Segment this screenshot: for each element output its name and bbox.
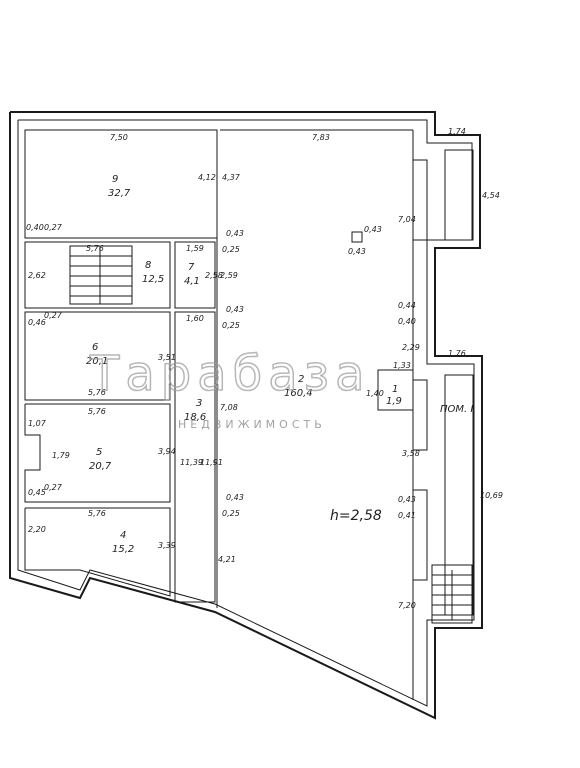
room-4-number: 4 xyxy=(120,530,126,541)
room-3-number: 3 xyxy=(196,398,202,409)
room-7-area: 4,1 xyxy=(184,276,200,287)
dim-label: 7,08 xyxy=(220,403,238,412)
pom-label: ПОМ. I xyxy=(440,404,473,415)
dim-label: 7,20 xyxy=(398,601,416,610)
dim-label: 1,79 xyxy=(52,451,70,460)
dim-label: 5,76 xyxy=(88,388,106,397)
ceiling-height: h=2,58 xyxy=(330,508,382,524)
dim-label: 4,21 xyxy=(218,555,236,564)
room-1-outline xyxy=(377,369,414,411)
dim-label: 0,25 xyxy=(222,245,240,254)
dim-label: 3,51 xyxy=(158,353,176,362)
dim-label: 0,27 xyxy=(44,223,63,232)
room-9-number: 9 xyxy=(112,174,118,185)
dim-label: 0,46 xyxy=(28,318,46,327)
room-5-outline xyxy=(24,403,171,503)
watermark-logo: Тарабаза xyxy=(89,346,371,402)
balcony-inner xyxy=(444,149,474,241)
dim-label: 11,91 xyxy=(200,458,223,467)
column-dim-top: 0,43 xyxy=(364,225,382,234)
column xyxy=(351,231,363,243)
dim-label: 1,74 xyxy=(448,127,466,136)
dim-label: 4,54 xyxy=(482,191,500,200)
dim-label: 0,40 xyxy=(398,317,416,326)
room-6-outline xyxy=(24,311,171,401)
room-8-area: 12,5 xyxy=(142,274,164,285)
dim-label: 7,83 xyxy=(312,133,330,142)
dim-label: 1,07 xyxy=(28,419,47,428)
room-2-area: 160,4 xyxy=(284,388,313,399)
dim-label: 10,69 xyxy=(480,491,503,500)
window-3 xyxy=(412,489,428,581)
room-4-area: 15,2 xyxy=(112,544,134,555)
dim-label: 2,62 xyxy=(28,271,46,280)
dim-label: 4,37 xyxy=(222,173,241,182)
room-9-area: 32,7 xyxy=(108,188,131,199)
dim-label: 5,76 xyxy=(88,509,106,518)
dim-label: 0,45 xyxy=(28,488,46,497)
dim-label: 2,58 xyxy=(205,271,223,280)
room-9-outline xyxy=(24,129,218,239)
room-5-number: 5 xyxy=(96,447,102,458)
dim-label: 3,58 xyxy=(402,449,420,458)
dim-label: 1,60 xyxy=(186,314,204,323)
dim-label: 0,40 xyxy=(26,223,44,232)
dim-label: 5,76 xyxy=(86,244,104,253)
outer-wall xyxy=(9,111,483,720)
dim-label: 0,44 xyxy=(398,301,416,310)
dim-label: 1,76 xyxy=(448,349,466,358)
dim-label: 3,94 xyxy=(158,447,176,456)
dim-label: 0,41 xyxy=(398,511,416,520)
dim-label: 1,40 xyxy=(366,389,384,398)
room-8-outline xyxy=(24,241,171,309)
outer-wall-inner xyxy=(17,119,475,707)
column-dim-bottom: 0,43 xyxy=(348,247,366,256)
dim-label: 7,50 xyxy=(110,133,128,142)
dim-label: 5,76 xyxy=(88,407,106,416)
dim-label: 2,59 xyxy=(220,271,238,280)
dim-label: 1,33 xyxy=(393,361,411,370)
dim-label: 1,59 xyxy=(186,244,204,253)
room-3-outline xyxy=(174,311,216,603)
dim-label: 0,43 xyxy=(226,493,244,502)
room-5-area: 20,7 xyxy=(89,461,112,472)
dim-label: 7,04 xyxy=(398,215,416,224)
entrance-stairs xyxy=(431,564,473,624)
dim-label: 0,43 xyxy=(226,229,244,238)
room-4-outline xyxy=(24,507,171,597)
room-1-number: 1 xyxy=(392,384,398,395)
window-2 xyxy=(412,379,428,451)
watermark-subtitle: НЕДВИЖИМОСТЬ xyxy=(178,418,326,431)
room-6-number: 6 xyxy=(92,342,98,353)
dim-label: 0,43 xyxy=(398,495,416,504)
dim-label: 0,25 xyxy=(222,321,240,330)
window-1 xyxy=(412,159,428,241)
dim-label: 2,29 xyxy=(402,343,420,352)
room-1-area: 1,9 xyxy=(386,396,402,407)
room-3-area: 18,6 xyxy=(184,412,206,423)
dimensions: 7,50 7,83 1,74 4,54 4,12 4,37 0,40 0,27 … xyxy=(26,127,503,610)
dim-label: 0,27 xyxy=(44,483,63,492)
room-6-area: 20,1 xyxy=(86,356,108,367)
dim-label: 0,25 xyxy=(222,509,240,518)
room-8-number: 8 xyxy=(145,260,151,271)
dim-label: 4,12 xyxy=(198,173,216,182)
dim-label: 0,43 xyxy=(226,305,244,314)
room-7-number: 7 xyxy=(188,262,195,273)
dim-label: 3,39 xyxy=(158,541,176,550)
dim-label: 11,39 xyxy=(180,458,203,467)
dim-label: 0,27 xyxy=(44,311,63,320)
dim-label: 2,20 xyxy=(28,525,46,534)
room-7-outline xyxy=(174,241,216,309)
room-2-number: 2 xyxy=(298,374,304,385)
staircase xyxy=(69,245,133,305)
